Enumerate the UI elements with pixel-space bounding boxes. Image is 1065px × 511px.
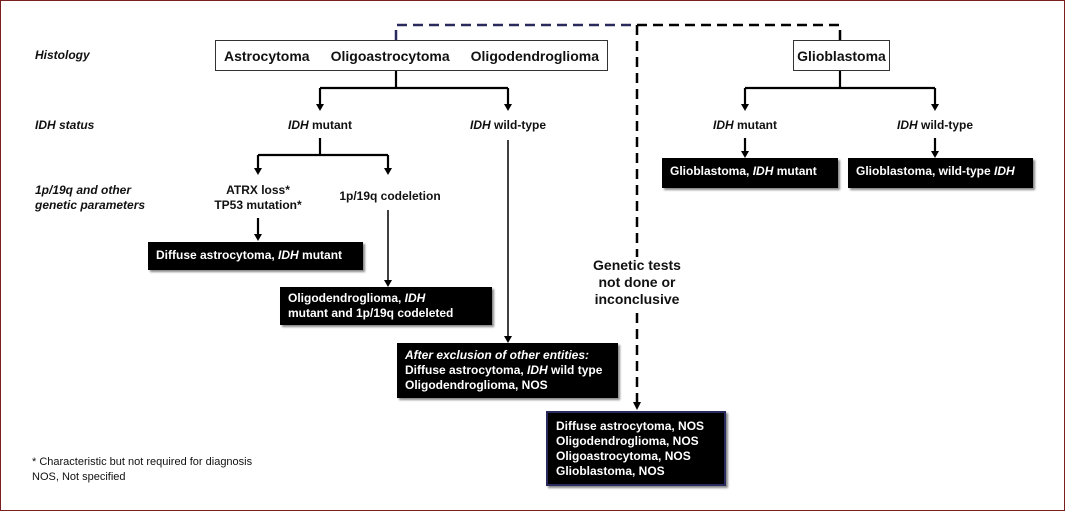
gbm-idh-mutant-label: IDH mutant xyxy=(712,118,777,132)
row-label-idh-status: IDH status xyxy=(35,118,95,132)
result-glioblastoma-idh-mutant: Glioblastoma, IDH mutant xyxy=(662,158,838,188)
histology-oligoastrocytoma: Oligoastrocytoma xyxy=(330,47,450,64)
idh-wildtype-label: IDH wild-type xyxy=(469,118,547,132)
histology-astrocytoma: Astrocytoma xyxy=(224,47,310,64)
glioblastoma-box: Glioblastoma xyxy=(793,40,890,71)
row-label-genetic: 1p/19q and other genetic parameters xyxy=(35,183,145,213)
codeletion-label: 1p/19q codeletion xyxy=(339,189,441,203)
dashed-line-navy xyxy=(394,23,637,40)
footnote-characteristic: * Characteristic but not required for di… xyxy=(32,456,253,468)
histology-oligodendroglioma: Oligodendroglioma xyxy=(470,47,599,64)
row-label-histology: Histology xyxy=(35,48,90,62)
row-label-genetic-line1: 1p/19q and other xyxy=(35,183,132,197)
nos-item: Oligodendroglioma, NOS xyxy=(556,434,699,448)
connector-idh-mutant xyxy=(256,138,390,172)
nos-item: Glioblastoma, NOS xyxy=(556,464,665,478)
atrx-loss: ATRX loss* xyxy=(226,183,290,197)
connector-gbm xyxy=(743,70,937,154)
row-label-genetic-line2: genetic parameters xyxy=(35,198,146,212)
connector-histology xyxy=(318,70,510,108)
footnotes: * Characteristic but not required for di… xyxy=(32,455,252,485)
result-idh-wildtype: After exclusion of other entities: Diffu… xyxy=(397,343,618,398)
result-diffuse-astrocytoma-idh-mutant: Diffuse astrocytoma, IDH mutant xyxy=(148,242,363,270)
idh-mutant-label: IDH mutant xyxy=(287,118,352,132)
tp53-mutation: TP53 mutation* xyxy=(214,198,302,212)
gbm-idh-wildtype-label: IDH wild-type xyxy=(896,118,974,132)
result-nos: Diffuse astrocytoma, NOS Oligodendroglio… xyxy=(546,411,726,486)
arrowheads xyxy=(254,104,939,410)
nos-item: Diffuse astrocytoma, NOS xyxy=(556,419,705,433)
footnote-nos: NOS, Not specified xyxy=(32,471,126,483)
atrx-tp53-label: ATRX loss* TP53 mutation* xyxy=(198,183,318,213)
result-glioblastoma-wildtype: Glioblastoma, wild-type IDH xyxy=(848,158,1033,188)
dashed-line-black xyxy=(635,23,842,402)
nos-item: Oligoastrocytoma, NOS xyxy=(556,449,691,463)
histology-box: Astrocytoma Oligoastrocytoma Oligodendro… xyxy=(215,40,608,71)
